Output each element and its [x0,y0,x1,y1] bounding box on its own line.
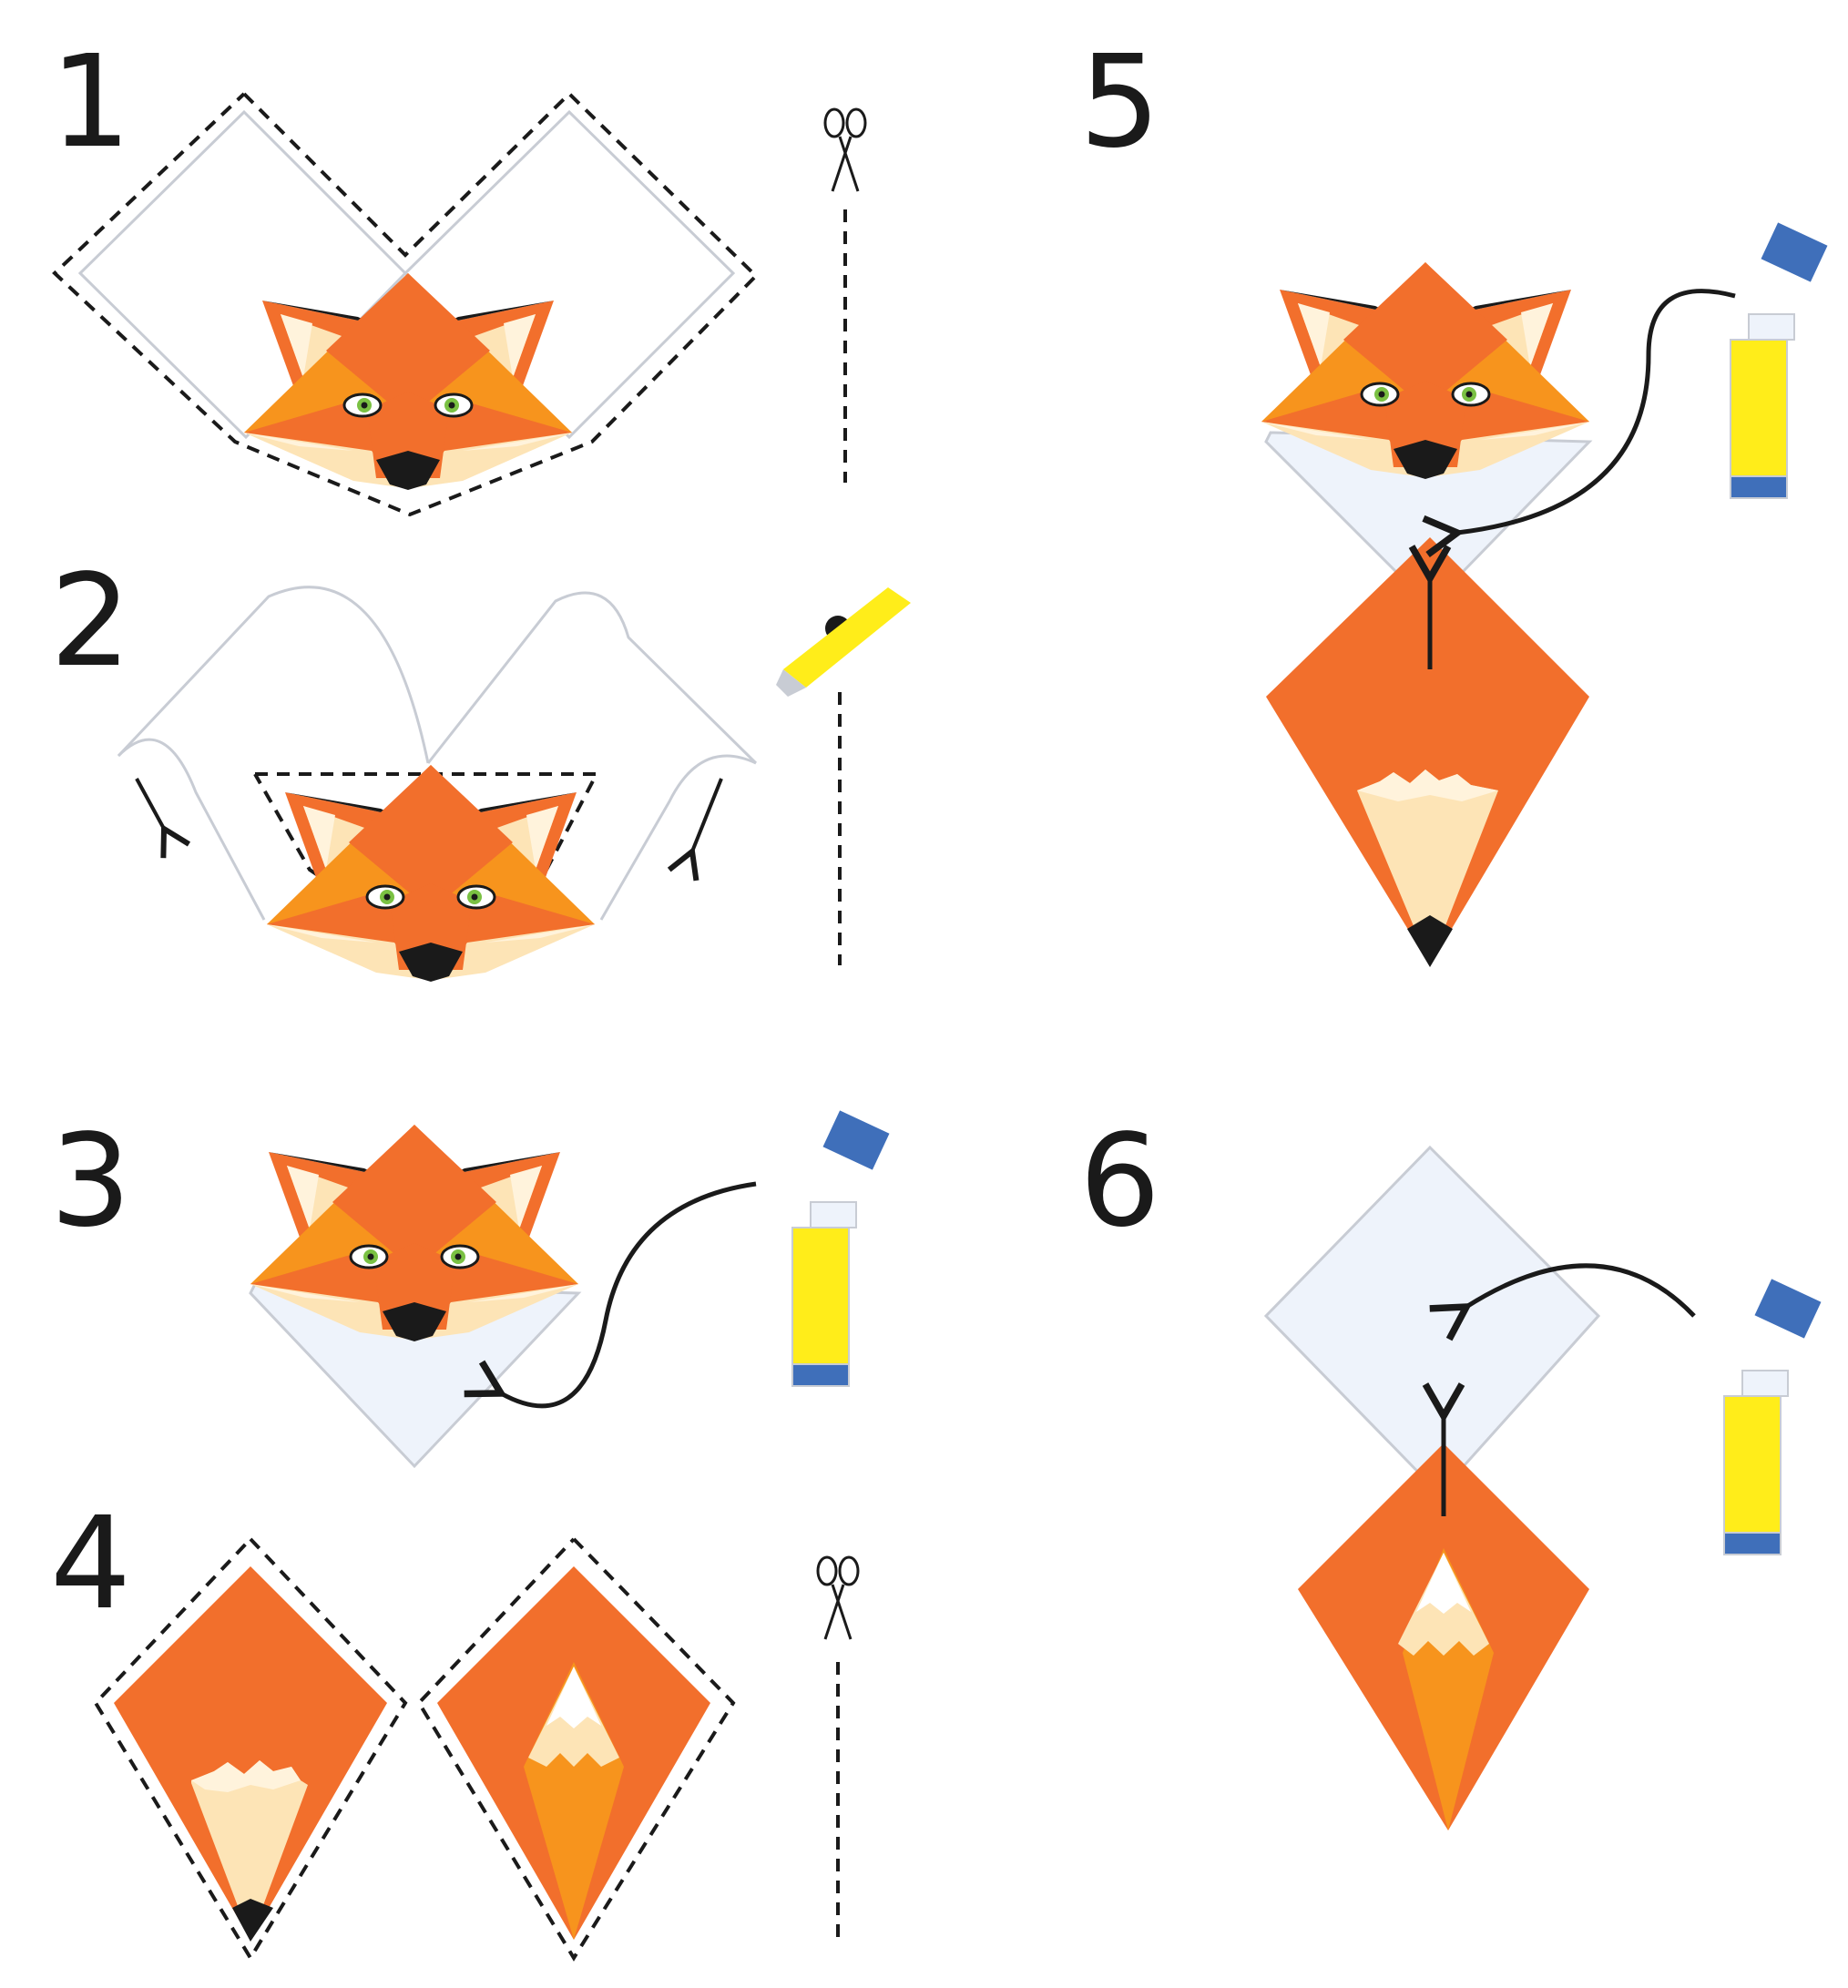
step-number-6: 6 [1079,1107,1160,1256]
craft-knife-icon [776,587,911,697]
fold-curve-left [117,738,266,921]
paper-square-back [1263,1145,1601,1496]
step-5: 5 [1079,28,1829,967]
fold-down-arrow-left [135,778,191,859]
step-number-2: 2 [50,547,131,696]
fold-flap-left [117,586,430,764]
glue-stick-icon [791,1109,891,1387]
step-number-5: 5 [1079,28,1160,177]
tail-piece-tip [114,1566,387,1942]
cut-line-right [416,1537,736,1962]
fox-head [242,271,574,492]
fox-body [1266,537,1589,967]
fold-down-arrow-right [667,778,723,882]
paper-square-right [403,109,736,440]
fold-curve-right [599,754,757,921]
scissors-icon [823,107,867,193]
tail-piece-base [437,1566,710,1940]
step-4: 4 [50,1490,860,1962]
glue-stick-icon [1723,1278,1822,1555]
cut-line-left [93,1537,408,1962]
paper-square-left [77,109,408,440]
step-2: 2 [50,547,911,984]
step-number-4: 4 [50,1490,131,1638]
scissors-icon [816,1555,860,1641]
fox-body [1298,1443,1589,1830]
glue-arrow [464,1181,757,1409]
fold-flap-right [426,591,758,765]
glue-arrow [1422,289,1736,558]
glue-stick-icon [1730,221,1829,499]
step-number-1: 1 [50,28,131,177]
step-1: 1 [50,28,867,517]
step-3: 3 [50,1107,891,1469]
glue-arrow [1429,1263,1696,1341]
fox-head [265,763,597,984]
cut-line [52,91,759,517]
step-number-3: 3 [50,1107,131,1256]
step-6: 6 [1079,1107,1822,1830]
